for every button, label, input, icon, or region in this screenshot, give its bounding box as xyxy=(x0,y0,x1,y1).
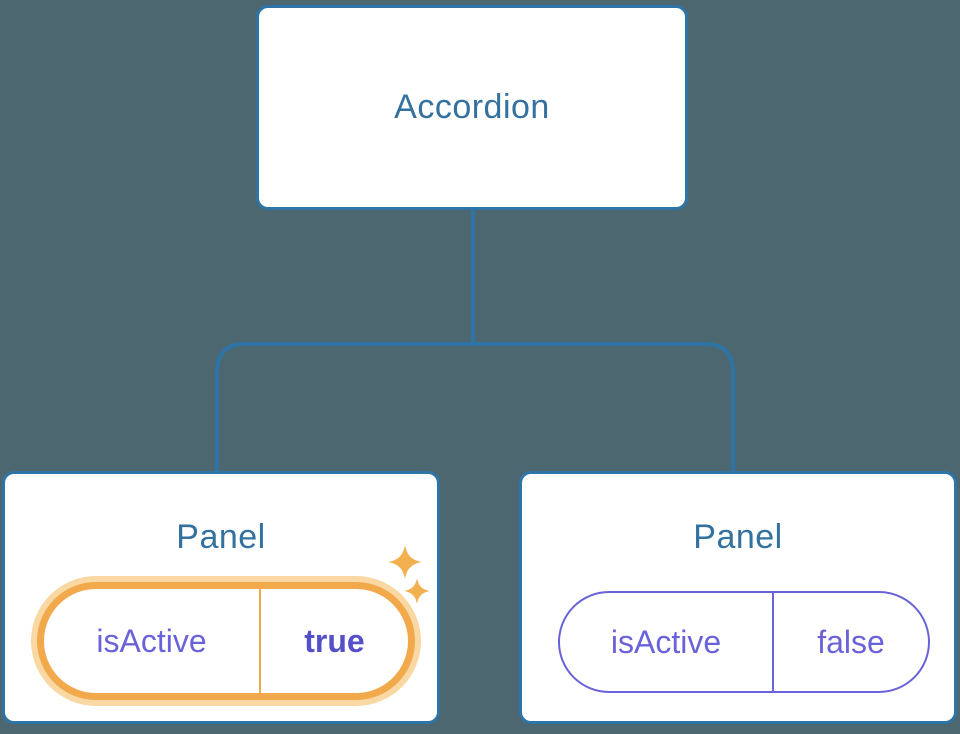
panel-title: Panel xyxy=(693,518,783,556)
state-prop-value: false xyxy=(817,623,885,660)
accordion-node-label: Accordion xyxy=(394,88,550,126)
pill-divider xyxy=(772,593,774,691)
state-pill-inactive: isActive false xyxy=(558,591,930,693)
panel-node-active: Panel isActive true xyxy=(2,471,440,724)
state-prop-value: true xyxy=(304,622,365,659)
accordion-node: Accordion xyxy=(256,5,688,210)
state-prop-name: isActive xyxy=(96,622,207,659)
connector-branch xyxy=(215,342,735,472)
pill-divider xyxy=(259,589,261,693)
state-prop-name: isActive xyxy=(610,623,722,660)
state-pill-active: isActive true xyxy=(37,582,415,700)
panel-node-inactive: Panel isActive false xyxy=(519,471,957,724)
panel-title: Panel xyxy=(176,518,266,556)
